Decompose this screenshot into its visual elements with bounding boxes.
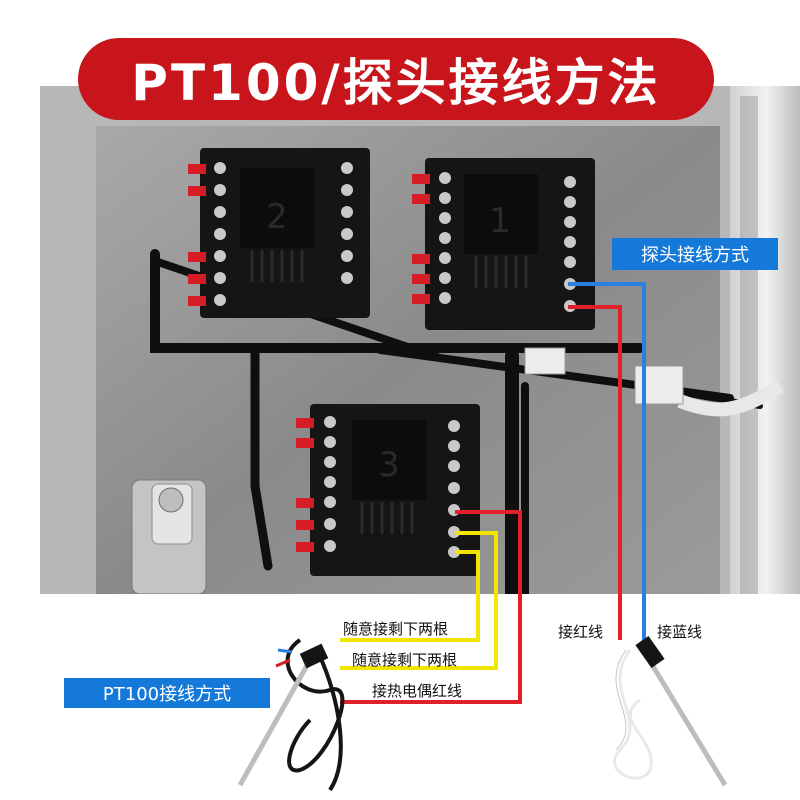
controller-2-number: 2 — [266, 197, 288, 237]
annotation-blue-wire: 接蓝线 — [657, 623, 703, 641]
controller-1-number: 1 — [489, 201, 511, 241]
thermocouple-probe — [613, 635, 728, 787]
annotation-red-wire: 接红线 — [558, 623, 604, 641]
probe-wiring-label: 探头接线方式 — [612, 238, 778, 270]
yellow-wire-line-2 — [340, 550, 480, 642]
page-title: PT100/探头接线方法 — [78, 38, 714, 120]
red-wire-line — [568, 305, 622, 640]
annotation-thermocouple-red: 接热电偶红线 — [372, 682, 463, 700]
yellow-wire-line-1 — [340, 531, 498, 670]
annotation-any-two-1: 随意接剩下两根 — [343, 620, 449, 638]
blue-wire-line — [568, 282, 646, 648]
hinge-latch — [131, 479, 207, 594]
controller-2: 2 — [188, 148, 370, 318]
controller-3: 3 — [296, 404, 480, 576]
control-cabinet-photo: 2 1 — [40, 86, 800, 594]
controller-3-number: 3 — [378, 445, 400, 485]
pt100-probe — [237, 638, 345, 792]
annotation-any-two-2: 随意接剩下两根 — [352, 651, 458, 669]
thermocouple-red-line — [340, 510, 522, 704]
pt100-wiring-label: PT100接线方式 — [64, 678, 270, 708]
